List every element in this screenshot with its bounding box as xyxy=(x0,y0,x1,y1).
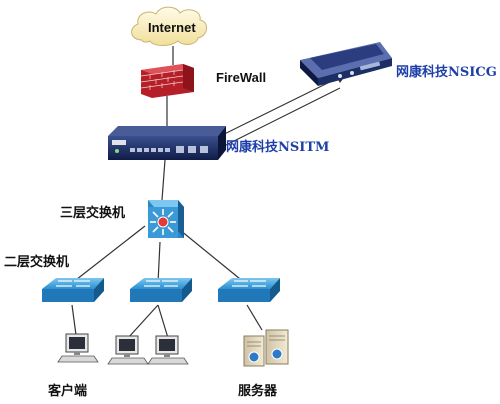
l2-switch-middle-icon xyxy=(130,278,192,302)
nsitm-label: 网康科技NSITM xyxy=(226,140,330,155)
link-l3-l2mid xyxy=(157,241,161,284)
client-computer-1-icon xyxy=(57,333,99,363)
internet-label: Internet xyxy=(148,20,196,35)
nsicg-label: 网康科技NSICG xyxy=(396,65,497,80)
nsitm-device-icon xyxy=(108,126,226,160)
connector-lines xyxy=(71,46,263,339)
firewall-icon xyxy=(140,64,194,98)
client-computer-3-icon xyxy=(147,335,189,365)
link-l3-l2left xyxy=(71,225,146,284)
nsicg-device-icon xyxy=(300,42,392,86)
l2-switch-label: 二层交换机 xyxy=(4,255,70,270)
clients-label: 客户端 xyxy=(48,384,88,399)
l3-switch-label: 三层交换机 xyxy=(60,206,126,221)
l3-switch-icon xyxy=(148,200,184,238)
link-l3-l2right xyxy=(174,225,246,284)
link-l2mid-client2 xyxy=(127,304,159,339)
l2-switch-right-icon xyxy=(218,278,280,302)
l2-switch-left-icon xyxy=(42,278,104,302)
internet-cloud-icon xyxy=(131,6,207,46)
link-l2right-servers xyxy=(246,304,263,331)
link-nsitm-l3switch xyxy=(161,159,166,201)
firewall-label: FireWall xyxy=(216,70,267,85)
servers-label: 服务器 xyxy=(238,384,278,399)
client-computer-2-icon xyxy=(107,335,149,365)
server-icon xyxy=(243,329,289,367)
link-l2mid-client3 xyxy=(157,304,169,339)
link-l2left-client1 xyxy=(71,304,77,336)
